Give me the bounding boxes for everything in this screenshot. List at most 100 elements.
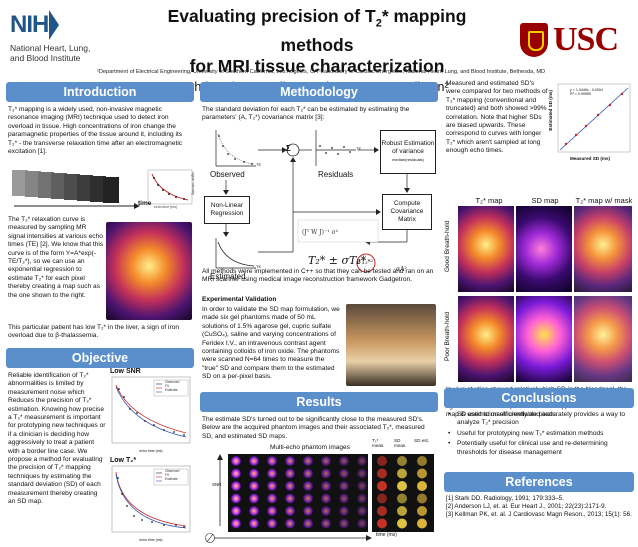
phantom-dot — [266, 455, 278, 467]
poster-title: Evaluating precision of T2* mapping meth… — [167, 6, 467, 76]
introduction-para3: This particular patient has low T₂* in t… — [8, 324, 180, 340]
phantom-dot — [338, 505, 350, 517]
low-t2-plot — [111, 465, 191, 533]
sd-correlation-plot: y = 1.0446x - 0.0004 R² = 0.99959 Measur… — [548, 80, 634, 170]
phantom-grid-svg — [205, 454, 434, 543]
phantom-dot — [284, 480, 296, 492]
phantom-maps — [377, 456, 427, 529]
phantom-dot — [266, 468, 278, 479]
multiecho-label: Multi-echo phantom images — [270, 444, 350, 451]
reference-item: [2] Anderson LJ, et. al. Eur Heart J., 2… — [446, 503, 607, 510]
left-column: Introduction T₂* mapping is a widely use… — [6, 82, 195, 544]
phantom-col-labels: T₂* meas. SD meas. SD est. — [372, 438, 430, 448]
map-col-labels: T₂* map SD map T₂* map w/ mask — [475, 196, 633, 205]
results-text: The estimate SD's turned out to be signi… — [202, 416, 425, 440]
time-ms-label: time (ms) — [376, 532, 397, 538]
objective-heading: Objective — [6, 348, 194, 368]
phantom-dot — [302, 480, 314, 492]
phantom-dot — [302, 505, 314, 517]
phantom-map-dot — [377, 456, 387, 466]
phantom-tubes-photo — [346, 304, 436, 386]
phantom-dot — [230, 518, 242, 529]
phantom-dot — [320, 455, 332, 467]
conclusion-item: Potentially useful for clinical use and … — [446, 440, 634, 457]
phantom-map-dot — [397, 518, 407, 529]
phantom-dot — [320, 518, 332, 529]
phantom-dot — [248, 493, 260, 504]
poor-masked-t2-map — [574, 296, 632, 382]
objective-text: Reliable identification of T₂* abnormali… — [8, 372, 106, 506]
sigma-sum-symbol: Σ — [286, 144, 291, 153]
phantom-dot — [338, 518, 350, 529]
phantom-dot — [284, 493, 296, 504]
phantom-dot — [338, 468, 350, 479]
phantom-dot — [284, 455, 296, 467]
phantom-dot — [302, 455, 314, 467]
phantom-dots — [230, 455, 368, 529]
affiliations: ¹Department of Electrical Engineering, U… — [96, 69, 546, 75]
matrix-sigma-a: σA² — [396, 266, 407, 273]
t2-plusminus-formula: T₂* ± σT₂* — [308, 254, 367, 267]
phantom-dot — [266, 493, 278, 504]
estimated-te-label: TE — [256, 264, 262, 269]
phantom-dot — [338, 455, 350, 467]
regression-equation: y = 1.0446x - 0.0004 R² = 0.99959 — [570, 88, 603, 97]
phantom-map-dot — [377, 518, 387, 529]
phantom-map-dot — [377, 493, 387, 504]
low-t2-label: Low T₂* — [110, 457, 137, 464]
poor-t2-map — [458, 296, 514, 382]
phantom-dot — [302, 493, 314, 504]
phantom-dot — [284, 468, 296, 479]
phantom-dot — [248, 468, 260, 479]
phantom-dot — [356, 480, 368, 492]
methodology-para1: All methods were implemented in C++ so t… — [202, 268, 434, 284]
phantom-dot — [320, 480, 332, 492]
methodology-intro: The standard deviation for each T₂* can … — [202, 106, 410, 122]
phantom-dot — [320, 468, 332, 479]
matrix-sigma-t2: σT₂*² — [357, 259, 373, 266]
phantom-map-dot — [417, 468, 427, 479]
phantom-map-dot — [377, 481, 387, 491]
phantom-dot — [284, 505, 296, 517]
phantom-map-dot — [397, 481, 407, 491]
conclusion-item: SD estimation efficiently and accurately… — [446, 411, 634, 428]
usc-logo-text: USC — [553, 21, 619, 58]
experimental-validation-heading: Experimental Validation — [202, 296, 277, 303]
phantom-map-dot — [377, 506, 387, 516]
experimental-validation-text: In order to validate the SD map formulat… — [202, 306, 340, 381]
time-axis-label: time — [138, 200, 152, 207]
nih-arrow-icon — [49, 10, 60, 40]
phantom-dot — [320, 493, 332, 504]
phantom-map-dot — [397, 456, 407, 466]
low-snr-legend: Observed Fit Estimate — [165, 380, 180, 392]
liver-t2-map-image — [106, 222, 192, 320]
observed-label: Observed — [210, 170, 245, 179]
observed-te-label: TE — [256, 162, 262, 167]
low-snr-label: Low SNR — [110, 368, 141, 375]
phantom-map-dot — [417, 493, 427, 504]
introduction-heading: Introduction — [6, 82, 194, 102]
invivo-para1: Measured and estimated SD's were compare… — [446, 80, 548, 155]
phantom-dot — [356, 493, 368, 504]
phantom-dot — [356, 518, 368, 529]
middle-column: Methodology The standard deviation for e… — [200, 82, 438, 544]
nih-logo: NIH National Heart, Lung, and Blood Inst… — [10, 10, 128, 74]
sd-correlation-svg — [557, 83, 631, 153]
conclusions-heading: Conclusions — [444, 388, 634, 408]
phantom-dot — [266, 518, 278, 529]
methodology-heading: Methodology — [200, 82, 438, 102]
objective-plots: Low SNR Observed Fit Estimate echo time … — [110, 368, 192, 544]
phantom-map-dot — [397, 493, 407, 504]
phantom-dot — [356, 468, 368, 479]
phantom-results-figure: Multi-echo phantom images T₂* meas. SD m… — [200, 438, 438, 544]
results-heading: Results — [200, 392, 438, 412]
phantom-dot — [320, 505, 332, 517]
low-t2-legend: Observed Fit Estimate — [165, 469, 180, 481]
usc-shield-icon — [520, 23, 548, 57]
phantom-map-dot — [417, 506, 427, 516]
row-label-good: Good Breath-hold — [444, 220, 451, 272]
phantom-dot — [248, 518, 260, 529]
phantom-dot — [248, 455, 260, 467]
phantom-dot — [230, 480, 242, 492]
poor-sd-map — [516, 296, 572, 382]
